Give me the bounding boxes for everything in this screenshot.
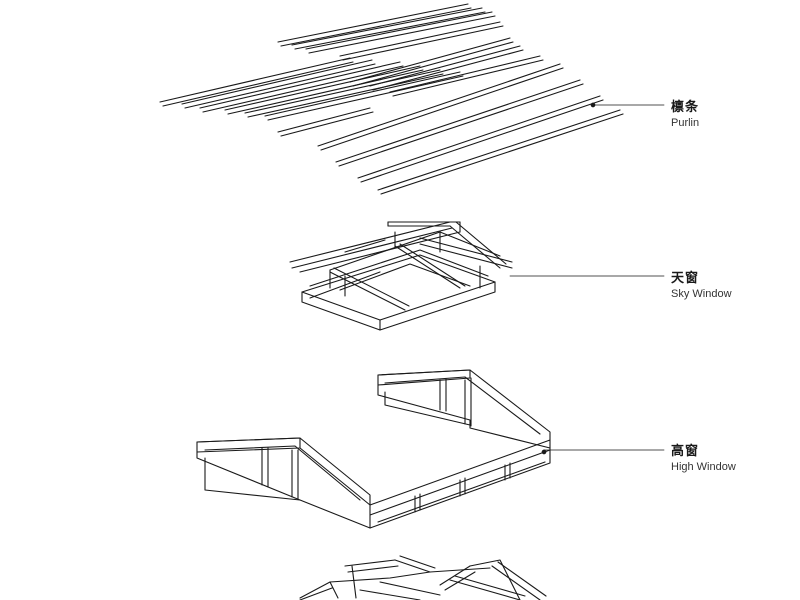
sky-window-layer	[289, 221, 513, 331]
label-purlin: 檩条 Purlin	[671, 100, 699, 130]
label-sky-window-en: Sky Window	[671, 288, 732, 300]
label-high-window-cn: 高窗	[671, 444, 700, 459]
label-sky-window-cn: 天窗	[671, 271, 700, 286]
label-sky-window: 天窗 Sky Window	[671, 271, 732, 301]
purlin-layer	[159, 3, 624, 195]
leader-lines	[509, 104, 665, 451]
high-window-layer	[196, 369, 551, 529]
label-high-window-en: High Window	[671, 461, 736, 473]
label-purlin-en: Purlin	[671, 117, 700, 129]
label-purlin-cn: 檩条	[671, 100, 700, 115]
label-high-window: 高窗 High Window	[671, 444, 736, 474]
base-structure-layer	[299, 555, 547, 600]
